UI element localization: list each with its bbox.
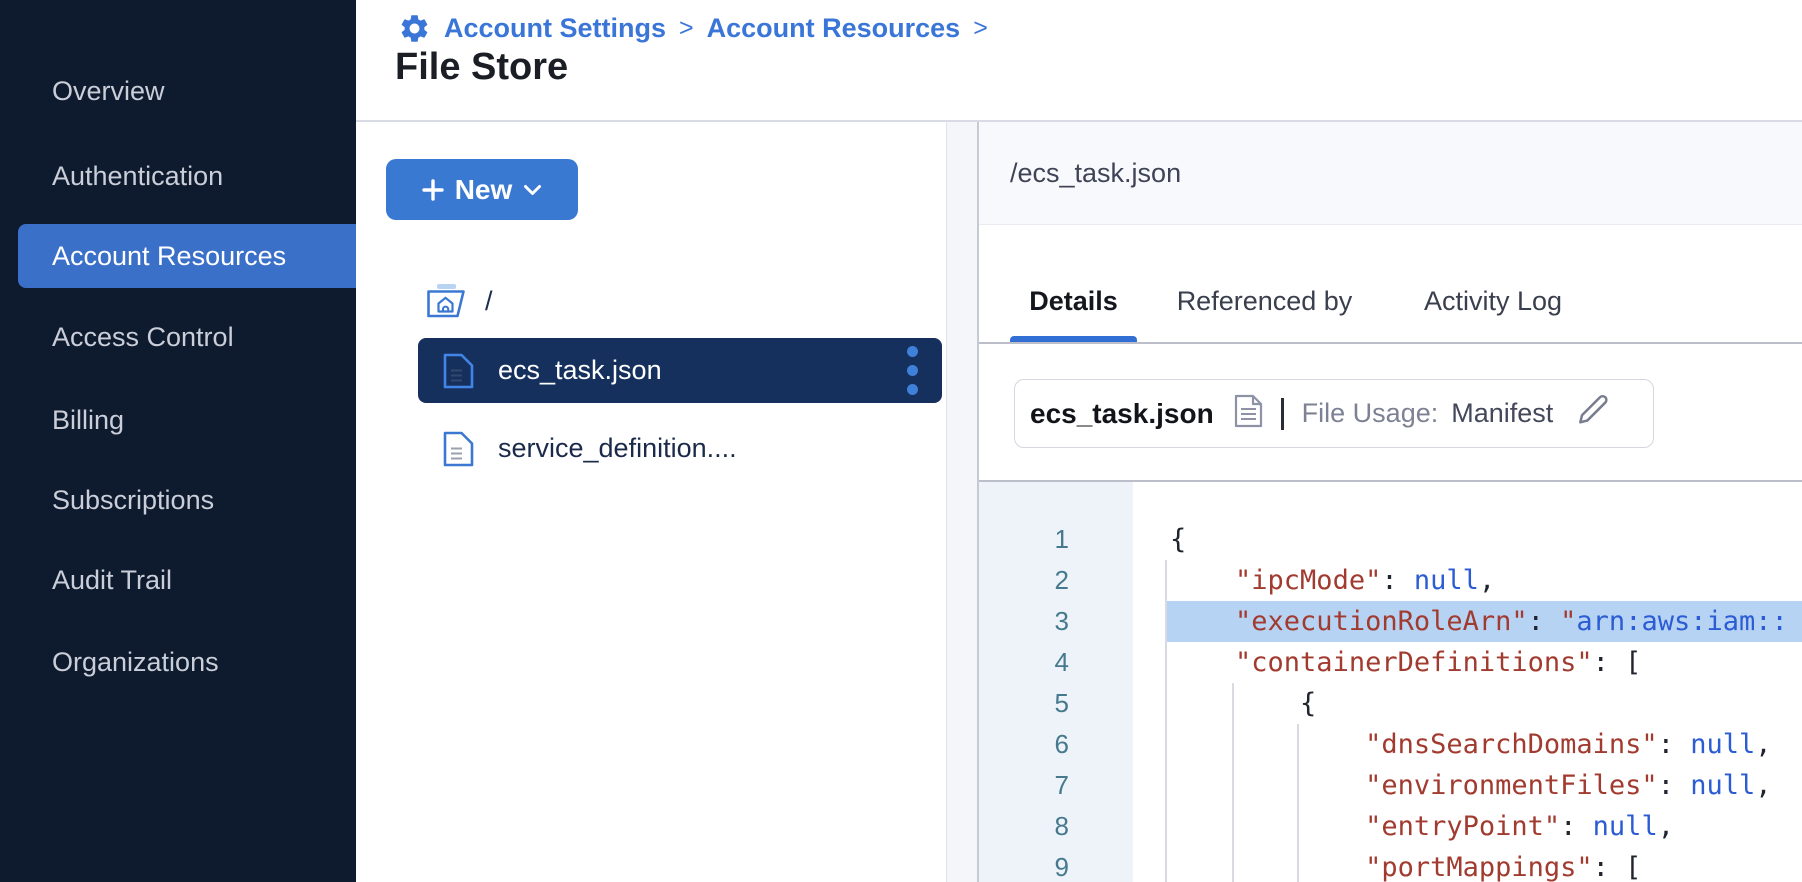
breadcrumb-separator: > bbox=[973, 13, 988, 42]
new-button-label: New bbox=[454, 173, 513, 205]
line-number: 5 bbox=[1054, 688, 1069, 718]
root-folder-label: / bbox=[485, 285, 493, 316]
code-line-6: "dnsSearchDomains": null, bbox=[1365, 729, 1772, 760]
breadcrumb: Account Settings > Account Resources > bbox=[398, 10, 988, 46]
line-number: 6 bbox=[1054, 729, 1069, 759]
plus-icon bbox=[422, 178, 444, 201]
file-details-panel: /ecs_task.json Details Referenced by Activ… bbox=[979, 122, 1802, 882]
file-path: /ecs_task.json bbox=[1010, 158, 1182, 188]
document-icon bbox=[1234, 394, 1263, 433]
sidebar-item-account-resources[interactable]: Account Resources bbox=[18, 224, 356, 288]
sidebar-item-overview[interactable]: Overview bbox=[52, 76, 165, 106]
page-title: File Store bbox=[395, 46, 569, 88]
file-name: service_definition.... bbox=[498, 433, 737, 463]
code-line-5: { bbox=[1300, 688, 1317, 719]
code-line-1: { bbox=[1170, 524, 1187, 555]
tab-details[interactable]: Details bbox=[1010, 270, 1137, 344]
tab-label: Activity Log bbox=[1423, 286, 1563, 316]
file-usage-value: Manifest bbox=[1451, 398, 1554, 428]
file-usage-label: File Usage: bbox=[1301, 398, 1439, 428]
sidebar-item-billing[interactable]: Billing bbox=[52, 405, 125, 435]
root-folder-row[interactable]: / bbox=[425, 282, 493, 320]
section-border bbox=[979, 480, 1802, 482]
indent-guide bbox=[1232, 683, 1234, 882]
highlighted-line-marker bbox=[1165, 601, 1802, 642]
code-line-2: "ipcMode": null, bbox=[1235, 565, 1496, 596]
sidebar-item-authentication[interactable]: Authentication bbox=[52, 161, 224, 191]
file-icon bbox=[443, 431, 474, 466]
info-divider bbox=[1280, 397, 1284, 430]
gear-icon bbox=[398, 12, 431, 45]
page-header: Account Settings > Account Resources > File… bbox=[356, 0, 1802, 122]
kebab-menu-icon[interactable] bbox=[892, 338, 932, 403]
edit-pencil-icon[interactable] bbox=[1573, 393, 1609, 434]
indent-guide bbox=[1165, 560, 1167, 882]
code-content: { "ipcMode": null, "executionRoleArn": "… bbox=[1133, 482, 1802, 882]
line-number: 4 bbox=[1054, 647, 1069, 677]
line-number: 9 bbox=[1054, 852, 1069, 882]
tab-label: Referenced by bbox=[1176, 286, 1353, 316]
sidebar-item-access-control[interactable]: Access Control bbox=[52, 322, 234, 352]
code-line-7: "environmentFiles": null, bbox=[1365, 770, 1772, 801]
sidebar-item-subscriptions[interactable]: Subscriptions bbox=[52, 485, 215, 515]
sidebar-item-organizations[interactable]: Organizations bbox=[52, 647, 219, 677]
line-number: 8 bbox=[1054, 811, 1069, 841]
sidebar-item-audit-trail[interactable]: Audit Trail bbox=[52, 565, 173, 595]
panel-splitter[interactable] bbox=[946, 122, 979, 882]
active-tab-underline bbox=[1010, 336, 1137, 344]
line-number: 3 bbox=[1054, 606, 1069, 636]
code-line-3: "executionRoleArn": "arn:aws:iam:: bbox=[1235, 606, 1788, 637]
home-folder-icon bbox=[425, 284, 467, 318]
file-name: ecs_task.json bbox=[498, 355, 662, 385]
file-info-box: ecs_task.json File Usage: Manifest bbox=[1014, 379, 1654, 448]
line-number: 7 bbox=[1054, 770, 1069, 800]
breadcrumb-separator: > bbox=[679, 13, 694, 42]
tab-label: Details bbox=[1029, 286, 1118, 316]
chevron-down-icon bbox=[523, 184, 542, 196]
indent-guide bbox=[1297, 724, 1299, 882]
file-browser-panel: New / ecs_task.json service_definition..… bbox=[356, 122, 946, 882]
line-number: 1 bbox=[1054, 524, 1069, 554]
line-number-gutter: 1 2 3 4 5 6 7 8 9 bbox=[979, 482, 1133, 882]
code-line-4: "containerDefinitions": [ bbox=[1235, 647, 1642, 678]
file-icon bbox=[443, 353, 474, 388]
new-button[interactable]: New bbox=[386, 159, 578, 220]
breadcrumb-link-account-resources[interactable]: Account Resources bbox=[706, 12, 961, 43]
tabs-border bbox=[979, 342, 1802, 344]
breadcrumb-link-account-settings[interactable]: Account Settings bbox=[444, 12, 667, 43]
code-line-8: "entryPoint": null, bbox=[1365, 811, 1674, 842]
code-text: { "ipcMode": null, "executionRoleArn": "… bbox=[1133, 482, 1802, 882]
file-row-service-definition[interactable]: service_definition.... bbox=[418, 416, 942, 481]
tab-activity-log[interactable]: Activity Log bbox=[1410, 270, 1576, 344]
file-info-name: ecs_task.json bbox=[1030, 397, 1214, 429]
line-number: 2 bbox=[1054, 565, 1069, 595]
code-viewer[interactable]: 1 2 3 4 5 6 7 8 9 { "ipcMode": null, "executionR… bbox=[979, 482, 1802, 882]
file-path-band: /ecs_task.json bbox=[979, 122, 1802, 225]
file-row-ecs-task-json[interactable]: ecs_task.json bbox=[418, 338, 942, 403]
code-line-9: "portMappings": [ bbox=[1365, 852, 1642, 882]
tab-referenced-by[interactable]: Referenced by bbox=[1168, 270, 1361, 344]
